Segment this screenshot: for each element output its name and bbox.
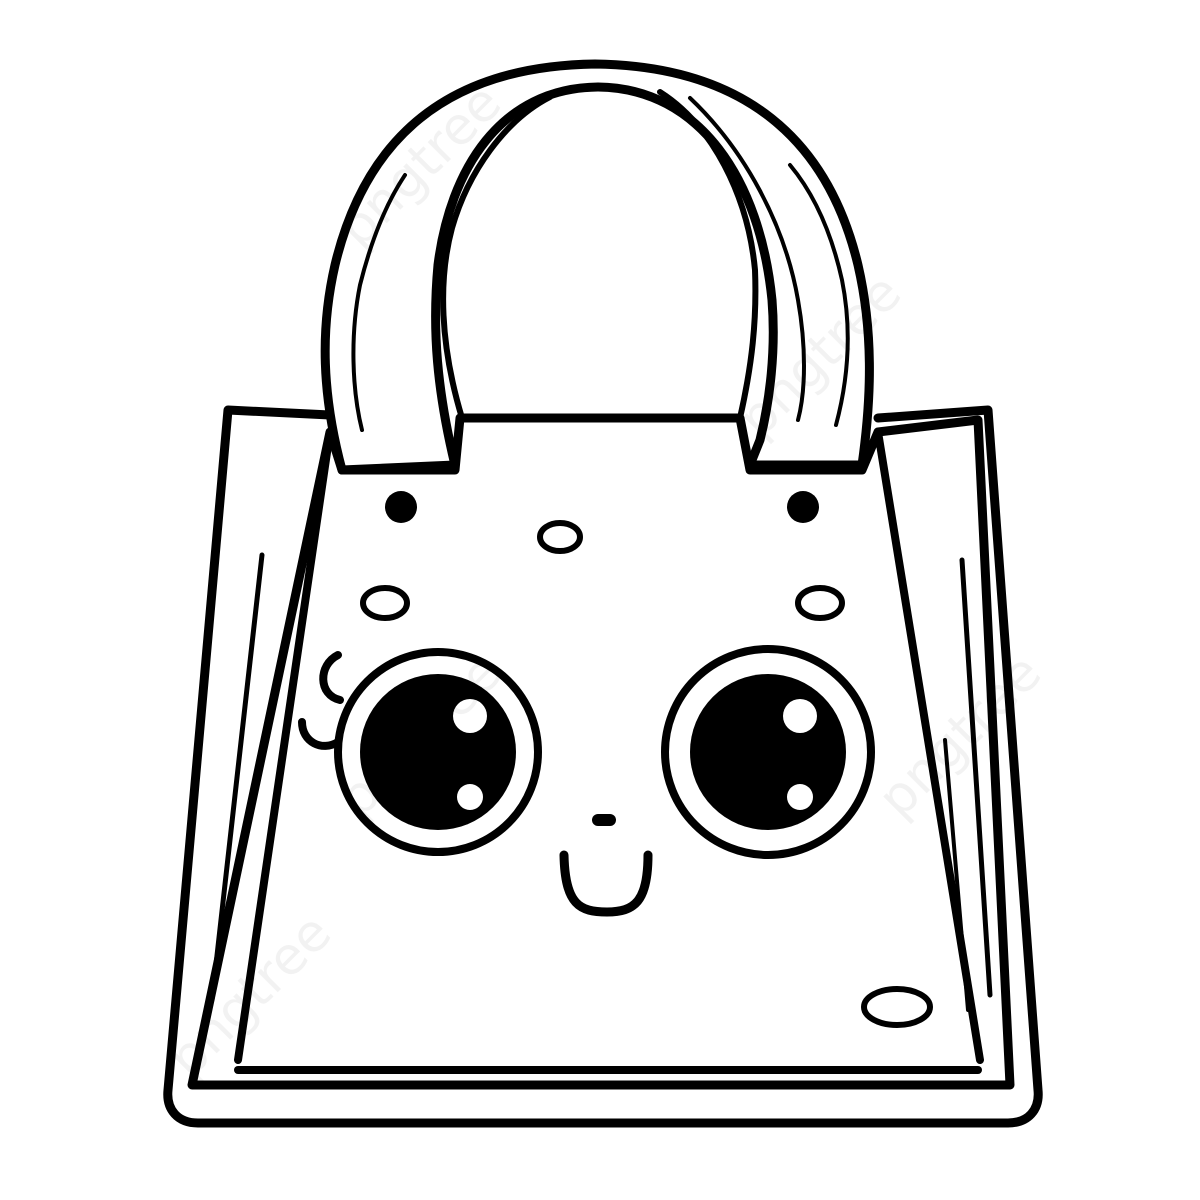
handle-stitch-right [788, 163, 850, 427]
left-eye [334, 648, 542, 856]
left-eye-highlight-small [457, 784, 483, 810]
bag-body [163, 405, 1043, 1128]
bag-face [298, 491, 933, 1028]
watermark-text-4: pngtree [867, 643, 1053, 829]
rivet-left [385, 491, 417, 523]
bag-front-panel [187, 413, 1015, 1090]
handle-inner-left [440, 94, 553, 421]
bag-side-line-right-2 [943, 738, 970, 1012]
watermark-text-1: pngtree [327, 73, 513, 259]
watermark: pngtree pngtree pngtree pngtree pngtree [157, 73, 1053, 1089]
right-eye-highlight-large [783, 699, 817, 733]
right-eye [661, 645, 875, 859]
right-eye-pupil [690, 674, 846, 830]
bag-back-panel [163, 405, 1043, 1128]
nose [592, 814, 616, 826]
spot-oval-right [795, 585, 845, 621]
handle-inner-right [657, 89, 759, 421]
left-eyelashes [298, 651, 344, 750]
spot-oval-left [360, 585, 410, 621]
right-eye-outer-ring [661, 645, 875, 859]
spot-oval-top [537, 520, 583, 554]
left-eye-outer-ring [334, 648, 542, 856]
eyelash-upper [319, 651, 344, 704]
rivet-right [787, 491, 819, 523]
bag-front-left-edge [234, 428, 334, 1064]
handle-stitch-left [351, 173, 407, 432]
spot-oval-bottom [861, 986, 933, 1028]
mouth-smile [559, 850, 653, 917]
bag-side-line-right [959, 557, 993, 998]
right-eye-highlight-small [787, 784, 813, 810]
handle-fold-line [688, 96, 806, 422]
left-eye-highlight-large [453, 699, 487, 733]
eyelash-lower [298, 718, 342, 750]
bag-side-line-left [209, 552, 265, 1003]
